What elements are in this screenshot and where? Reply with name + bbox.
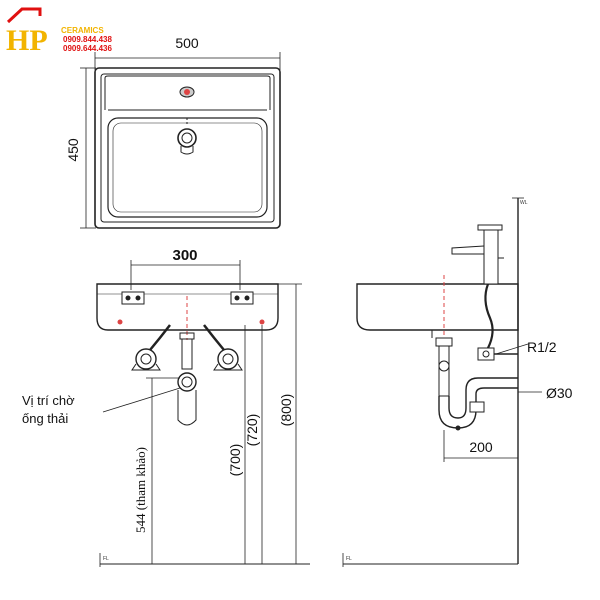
side-width-200-label: 200 [469,439,493,455]
logo-phone-1: 0909.844.438 [63,35,112,44]
angle-valve-right-icon [213,348,243,371]
logo-roof-icon [6,7,42,24]
faucet-icon [451,224,504,349]
front-height-720-label: (720) [244,414,260,447]
bracket-left-icon [117,291,145,325]
top-depth-label: 450 [65,138,81,162]
side-d30-label: Ø30 [546,385,573,401]
front-height-800-label: (800) [278,394,294,427]
side-wall-label: WL [520,200,528,206]
side-r12-label: R1/2 [527,339,557,355]
front-view [96,260,310,567]
front-floor-label: FL [103,556,109,562]
angle-valve-left-icon [131,348,161,371]
logo-subtitle: CERAMICS [61,26,104,35]
p-trap-icon [435,337,518,431]
top-width-label: 500 [175,35,199,51]
side-angle-valve-icon [477,347,518,361]
front-width-label: 300 [172,247,197,264]
drain-note-line-2: ống thải [22,411,68,426]
waste-trap-icon [177,332,197,426]
drain-note-line-1: Vị trí chờ [22,393,75,408]
logo-phone-2: 0909.644.436 [63,44,112,53]
logo-brand: HP [6,24,48,57]
drain-icon [177,118,197,155]
tap-hole-icon [179,86,195,98]
top-view [80,52,281,229]
front-height-700-label: (700) [227,444,243,477]
side-floor-label: FL [346,556,352,562]
front-ref-height-label: 544 (tham khảo) [133,447,148,533]
hp-ceramics-logo: HP CERAMICS 0909.844.438 0909.644.436 [6,7,112,57]
bracket-right-icon [230,291,265,325]
side-view [342,197,542,567]
